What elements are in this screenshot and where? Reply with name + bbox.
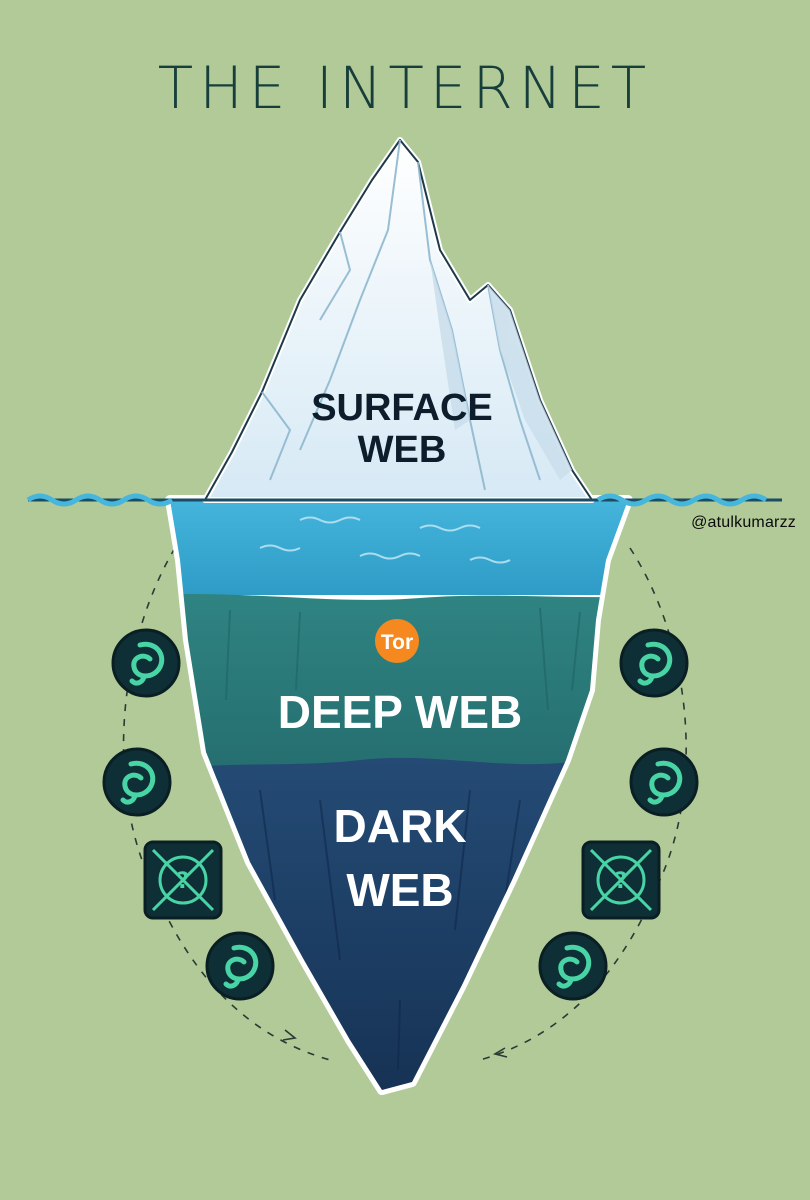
surface-iceberg	[202, 137, 595, 503]
tor-badge-label: Tor	[381, 631, 413, 654]
page-title: THE INTERNET	[158, 54, 652, 122]
svg-text:?: ?	[615, 869, 628, 894]
swirl-icon	[111, 628, 181, 698]
surface-web-label-line1: SURFACE	[311, 387, 493, 429]
water-layer	[170, 500, 628, 595]
dark-web-label-line2: WEB	[346, 864, 453, 916]
surface-web-label-line2: WEB	[358, 429, 447, 471]
svg-text:?: ?	[177, 869, 190, 894]
waterline	[26, 493, 782, 507]
deep-web-layer	[170, 593, 628, 780]
crossed-logo-icon: ?	[143, 840, 223, 920]
crossed-logo-icon: ?	[581, 840, 661, 920]
left-icon-column: ?	[102, 628, 275, 1001]
underwater-iceberg	[165, 495, 633, 1095]
left-arrowhead	[282, 1029, 297, 1041]
swirl-icon	[538, 931, 608, 1001]
deep-web-label: DEEP WEB	[278, 686, 523, 738]
water-ripples	[259, 516, 511, 564]
swirl-icon	[102, 747, 172, 817]
swirl-icon	[205, 931, 275, 1001]
tor-badge: Tor	[375, 619, 419, 663]
swirl-icon	[629, 747, 699, 817]
credit-handle: @atulkumarzz	[691, 514, 796, 531]
dark-web-label-line1: DARK	[334, 800, 467, 852]
right-arrowhead	[492, 1047, 508, 1058]
right-icon-column: ?	[538, 628, 699, 1001]
swirl-icon	[619, 628, 689, 698]
